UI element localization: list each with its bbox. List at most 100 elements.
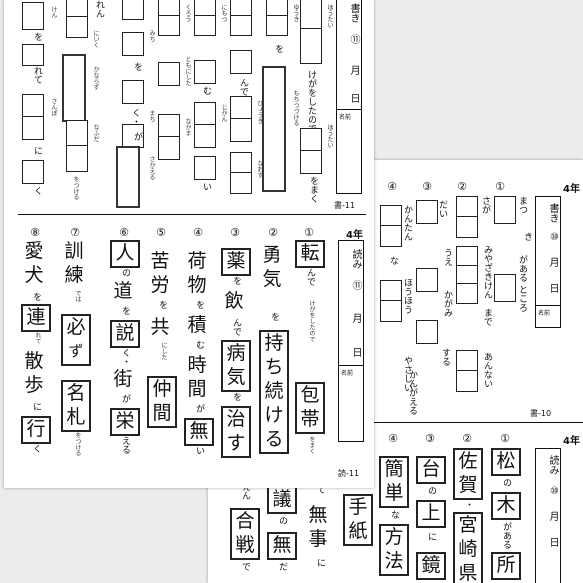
reading-hint: なふだ xyxy=(92,124,99,142)
answer-box[interactable] xyxy=(66,0,88,38)
answer-box-long[interactable] xyxy=(262,66,286,192)
answer-box[interactable] xyxy=(194,102,216,148)
kanji-text: 苦 労 xyxy=(147,250,173,298)
okurigana: を xyxy=(231,392,241,401)
okurigana: く xyxy=(31,444,41,453)
question-number: ③ xyxy=(425,432,435,445)
answer-box[interactable] xyxy=(416,268,438,292)
okurigana: んで xyxy=(238,78,248,96)
reading-hint: かがみ xyxy=(442,290,452,317)
answer-box[interactable] xyxy=(22,160,44,184)
kanji-box: 佐 賀 xyxy=(453,448,483,500)
answer-box[interactable] xyxy=(230,0,252,36)
sheet-code: 書-11 xyxy=(334,201,356,210)
name-label: 名前 xyxy=(339,114,352,121)
kanji-text: 散 歩 xyxy=(21,350,47,398)
kanji-text: 街 xyxy=(110,368,136,392)
question-number: ③ xyxy=(230,226,240,239)
kanji-text: 無 事 xyxy=(305,504,331,552)
okurigana: にした xyxy=(160,342,167,360)
kanji-box: 手 紙 xyxy=(343,494,373,546)
kanji-text: 訓 練 xyxy=(61,240,87,288)
kanji-box: 無 xyxy=(184,418,214,446)
okurigana: む xyxy=(194,340,204,349)
month-label: 月 xyxy=(350,313,361,323)
answer-box[interactable] xyxy=(456,246,478,304)
answer-box-long[interactable] xyxy=(62,54,86,122)
okurigana: を xyxy=(32,32,42,41)
answer-box[interactable] xyxy=(22,2,44,30)
answer-box[interactable] xyxy=(300,0,322,64)
reading-hint: なおす xyxy=(256,160,263,178)
section-divider xyxy=(18,214,366,215)
kanji-box: 栄 xyxy=(110,408,140,436)
kanji-box: 木 xyxy=(491,492,521,520)
reading-hint: なかま xyxy=(184,118,191,136)
question-number: ① xyxy=(500,432,510,445)
kanji-box: 人 xyxy=(110,240,140,268)
answer-box[interactable] xyxy=(22,44,44,66)
okurigana: に xyxy=(31,402,41,411)
answer-box[interactable] xyxy=(230,96,252,142)
answer-box[interactable] xyxy=(230,50,252,74)
reading-hint: にもつ xyxy=(220,4,227,22)
kanji-box: 鏡 xyxy=(416,552,446,580)
kanji-text: 時 間 xyxy=(184,354,210,402)
reading-hint: ゆうき xyxy=(292,4,299,22)
reading-hint: さが xyxy=(480,196,490,214)
kanji-box: 所 xyxy=(491,552,521,580)
worksheet-number: ⑩ xyxy=(549,485,560,497)
answer-box[interactable] xyxy=(158,62,180,86)
answer-box[interactable] xyxy=(300,128,322,174)
answer-box[interactable] xyxy=(380,280,402,322)
answer-box[interactable] xyxy=(416,200,438,224)
answer-box[interactable] xyxy=(122,32,144,56)
answer-box[interactable] xyxy=(230,152,252,194)
answer-box[interactable] xyxy=(416,320,438,344)
kanji-box: 名 札 xyxy=(61,380,91,432)
question-number: ② xyxy=(457,180,467,193)
reading-hint: あんない xyxy=(482,352,492,388)
answer-box[interactable] xyxy=(22,94,44,140)
answer-box[interactable] xyxy=(158,114,180,160)
reading-hint: ところ xyxy=(517,285,527,312)
question-number: ⑥ xyxy=(119,226,129,239)
answer-box[interactable] xyxy=(122,0,144,20)
answer-box[interactable] xyxy=(66,120,88,172)
kanji-box: 仲 間 xyxy=(147,376,177,428)
answer-box[interactable] xyxy=(122,80,144,104)
answer-box[interactable] xyxy=(194,60,216,84)
answer-box[interactable] xyxy=(494,274,516,302)
answer-box[interactable] xyxy=(380,205,402,247)
okurigana: を xyxy=(231,276,241,285)
answer-box[interactable] xyxy=(158,0,180,36)
kanji-box: 松 xyxy=(491,448,521,476)
month-label: 月 xyxy=(547,511,558,521)
okurigana: れて xyxy=(34,332,41,344)
reading-hint: がある xyxy=(517,255,527,282)
kanji-text: 積 xyxy=(184,314,210,338)
kanji-box: 台 xyxy=(416,456,446,484)
answer-box[interactable] xyxy=(194,0,216,36)
answer-box[interactable] xyxy=(494,196,516,224)
answer-box[interactable] xyxy=(456,196,478,238)
kanji-text: 共 xyxy=(147,316,173,340)
reading-hint: くろう xyxy=(184,4,191,22)
worksheet-number: ⑪ xyxy=(348,34,359,44)
answer-box[interactable] xyxy=(194,156,216,180)
answer-box-long[interactable] xyxy=(116,146,140,208)
reading-hint: ともにした xyxy=(184,56,191,86)
day-label: 日 xyxy=(350,347,361,357)
sheet-code: 読-11 xyxy=(338,469,360,478)
reading-hint: けがをしたので xyxy=(306,70,316,133)
answer-box[interactable] xyxy=(456,350,478,392)
kanji-box: 必 ず xyxy=(61,314,91,366)
okurigana: が xyxy=(120,394,130,403)
okurigana: の xyxy=(501,478,511,487)
reading-hint: じかん xyxy=(220,104,227,122)
kanji-box: 連 xyxy=(21,304,51,332)
kanji-box: 転 xyxy=(295,240,325,268)
kanji-box: 治 す xyxy=(221,406,251,458)
answer-box[interactable] xyxy=(266,0,288,36)
reading-hint: けん xyxy=(50,6,57,18)
